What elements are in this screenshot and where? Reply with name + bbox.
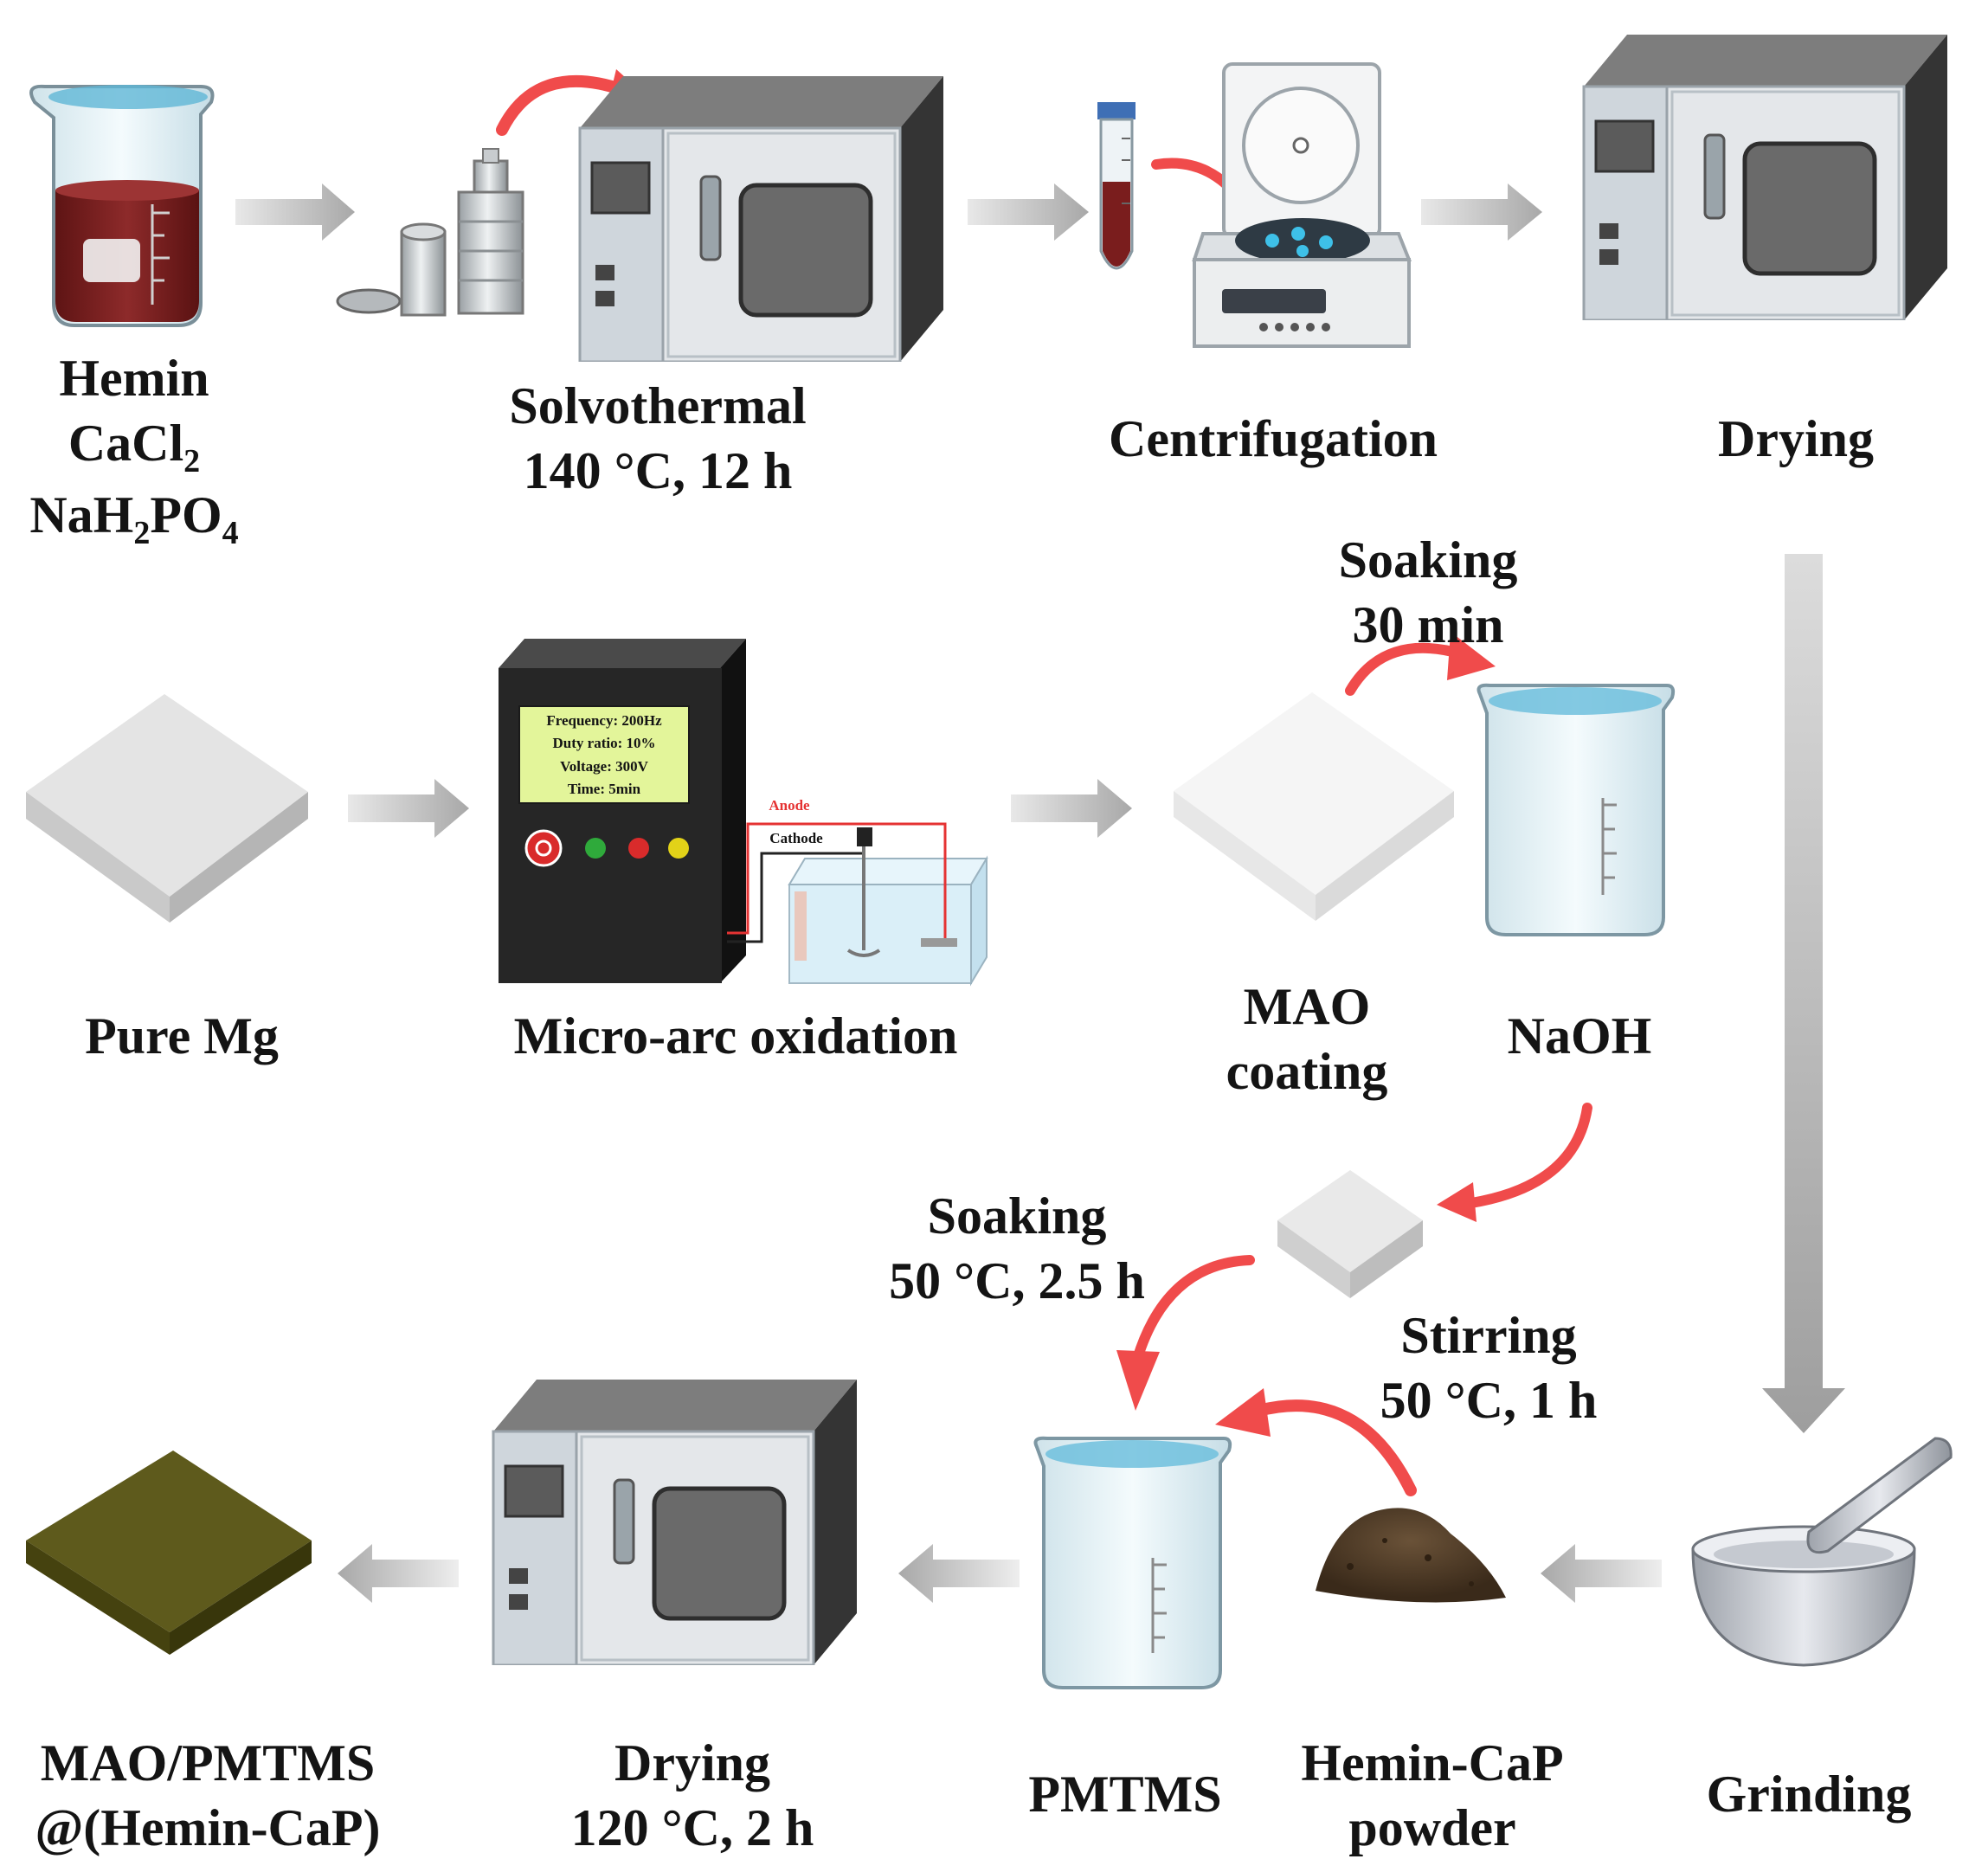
label-soaking-pmtms: Soaking 50 °C, 2.5 h: [889, 1187, 1145, 1309]
label-solvothermal: Solvothermal 140 °C, 12 h: [509, 377, 807, 499]
oven-solvothermal-icon: [580, 76, 943, 362]
label-reagents: Hemin CaCl2 NaH2PO4: [29, 350, 239, 551]
flow-arrow-1: [235, 183, 355, 241]
treated-plate-icon: [1277, 1170, 1423, 1298]
mortar-pestle-icon: [1691, 1437, 1953, 1667]
naoh-beaker-icon: [1477, 683, 1676, 936]
reagent-beaker-icon: [29, 84, 215, 327]
flow-arrow-3: [1421, 183, 1542, 241]
label-drying-bottom: Drying 120 °C, 2 h: [570, 1734, 814, 1856]
stir-arrow: [1252, 1399, 1417, 1496]
pmtms-beaker-icon: [1033, 1436, 1232, 1689]
pmtms-scale: [1151, 1558, 1167, 1653]
flow-arrow-4: [348, 779, 469, 838]
label-hemin-cap-powder: Hemin-CaP powder: [1301, 1734, 1564, 1856]
label-final-product: MAO/PMTMS @(Hemin-CaP): [35, 1734, 381, 1856]
naoh-scale: [1601, 798, 1617, 895]
flow-arrow-8: [1541, 1544, 1662, 1603]
anode-label: Anode: [769, 797, 810, 814]
label-soaking-naoh: Soaking 30 min: [1338, 531, 1518, 653]
label-naoh: NaOH: [1507, 1007, 1652, 1065]
transfer-arrow-1: [496, 74, 629, 136]
label-drying-top: Drying: [1718, 410, 1874, 467]
label-pure-mg: Pure Mg: [85, 1007, 279, 1065]
centrifuge-icon: [1192, 62, 1412, 348]
soak-naoh-arrow: [1345, 642, 1468, 696]
label-stirring: Stirring 50 °C, 1 h: [1380, 1307, 1598, 1429]
mao-screen-text: Frequency: 200Hz Duty ratio: 10% Voltage…: [546, 712, 662, 798]
oven-drying-bottom-icon: [493, 1380, 857, 1665]
flow-arrow-down: [1762, 554, 1845, 1433]
mao-device-icon: [499, 639, 988, 987]
oven-drying-top-icon: [1584, 35, 1947, 320]
pure-mg-plate-icon: [26, 694, 308, 923]
label-grinding: Grinding: [1706, 1766, 1912, 1823]
naoh-to-plate-arrow: [1466, 1103, 1592, 1208]
label-mao-coating: MAO coating: [1226, 978, 1388, 1100]
flow-arrow-7: [898, 1544, 1020, 1603]
flow-arrow-6: [338, 1544, 459, 1603]
mao-coating-plate-icon: [1174, 692, 1454, 921]
autoclave-icon: [336, 148, 524, 317]
cathode-label: Cathode: [769, 830, 823, 846]
flow-arrow-2: [968, 183, 1089, 241]
soak-pmtms-arrow: [1132, 1255, 1255, 1364]
label-centrifugation: Centrifugation: [1109, 410, 1438, 467]
final-coated-plate-icon: [26, 1451, 312, 1655]
centrifuge-tube-icon: [1097, 102, 1136, 270]
label-pmtms: PMTMS: [1028, 1766, 1222, 1823]
flow-arrow-5: [1011, 779, 1132, 838]
label-micro-arc: Micro-arc oxidation: [513, 1007, 958, 1065]
powder-pile-icon: [1316, 1508, 1506, 1603]
